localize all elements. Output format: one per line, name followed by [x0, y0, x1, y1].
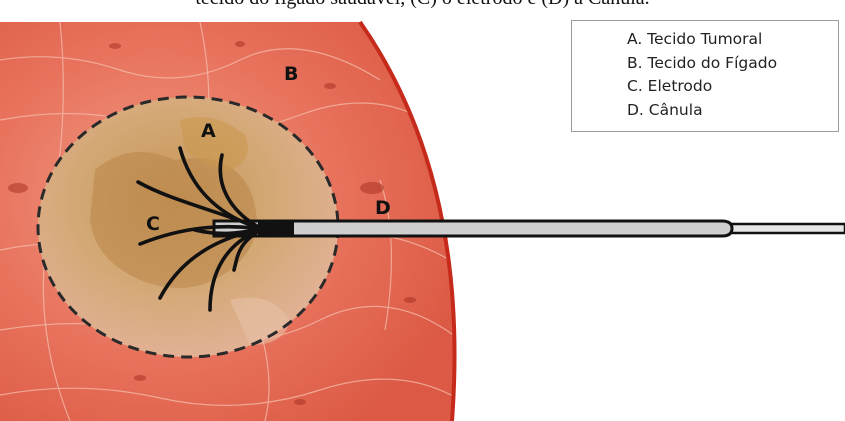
label-d: D	[375, 197, 391, 219]
legend-item-tumor: A. Tecido Tumoral	[627, 28, 838, 52]
legend-item-liver: B. Tecido do Fígado	[627, 52, 838, 76]
label-a: A	[201, 120, 216, 142]
cannula	[214, 221, 845, 236]
label-b: B	[284, 63, 298, 85]
legend-item-electrode: C. Eletrodo	[627, 75, 838, 99]
label-c: C	[146, 213, 160, 235]
legend-item-cannula: D. Cânula	[627, 99, 838, 123]
legend-box: A. Tecido Tumoral B. Tecido do Fígado C.…	[571, 20, 839, 132]
